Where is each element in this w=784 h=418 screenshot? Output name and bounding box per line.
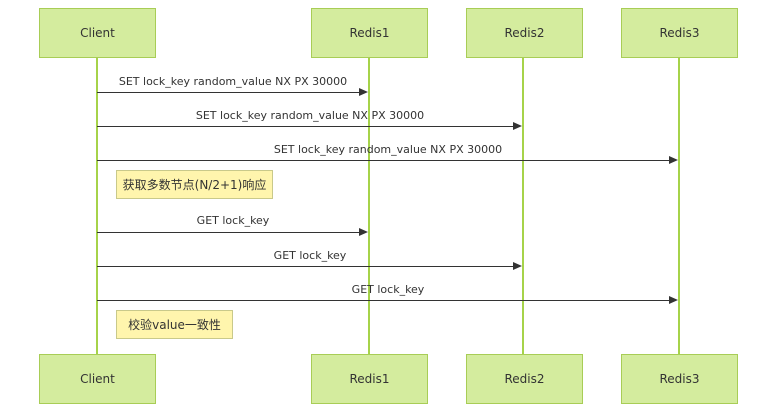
actor-client-bottom: Client xyxy=(39,354,156,404)
actor-redis1-bottom: Redis1 xyxy=(311,354,428,404)
actor-redis3-top-label: Redis3 xyxy=(659,26,700,40)
note: 获取多数节点(N/2+1)响应 xyxy=(116,170,273,199)
lifeline-redis1 xyxy=(368,58,370,354)
message-label: GET lock_key xyxy=(273,249,347,262)
arrowhead xyxy=(669,296,678,304)
message-arrow-line xyxy=(97,300,669,301)
arrowhead xyxy=(669,156,678,164)
message-arrow-line xyxy=(97,126,513,127)
lifeline-client xyxy=(96,58,98,354)
arrowhead xyxy=(513,122,522,130)
actor-redis3-bottom: Redis3 xyxy=(621,354,738,404)
arrowhead xyxy=(513,262,522,270)
message-arrow-line xyxy=(97,266,513,267)
actor-redis2-bottom: Redis2 xyxy=(466,354,583,404)
message-arrow-line xyxy=(97,160,669,161)
actor-redis2-top-label: Redis2 xyxy=(504,26,545,40)
message-label: GET lock_key xyxy=(196,214,270,227)
message-arrow-line xyxy=(97,92,359,93)
message-label: GET lock_key xyxy=(351,283,425,296)
actor-client-top-label: Client xyxy=(80,26,115,40)
message-label: SET lock_key random_value NX PX 30000 xyxy=(195,109,425,122)
arrowhead xyxy=(359,88,368,96)
note: 校验value一致性 xyxy=(116,310,233,339)
actor-redis2-top: Redis2 xyxy=(466,8,583,58)
actor-client-top: Client xyxy=(39,8,156,58)
note-text: 获取多数节点(N/2+1)响应 xyxy=(122,178,267,192)
actor-redis1-top: Redis1 xyxy=(311,8,428,58)
actor-redis3-top: Redis3 xyxy=(621,8,738,58)
lifeline-redis2 xyxy=(522,58,524,354)
actor-redis1-top-label: Redis1 xyxy=(349,26,390,40)
actor-client-bottom-label: Client xyxy=(80,372,115,386)
note-text: 校验value一致性 xyxy=(128,318,221,332)
message-label: SET lock_key random_value NX PX 30000 xyxy=(118,75,348,88)
actor-redis3-bottom-label: Redis3 xyxy=(659,372,700,386)
message-arrow-line xyxy=(97,232,359,233)
arrowhead xyxy=(359,228,368,236)
actor-redis1-bottom-label: Redis1 xyxy=(349,372,390,386)
actor-redis2-bottom-label: Redis2 xyxy=(504,372,545,386)
message-label: SET lock_key random_value NX PX 30000 xyxy=(273,143,503,156)
lifeline-redis3 xyxy=(678,58,680,354)
